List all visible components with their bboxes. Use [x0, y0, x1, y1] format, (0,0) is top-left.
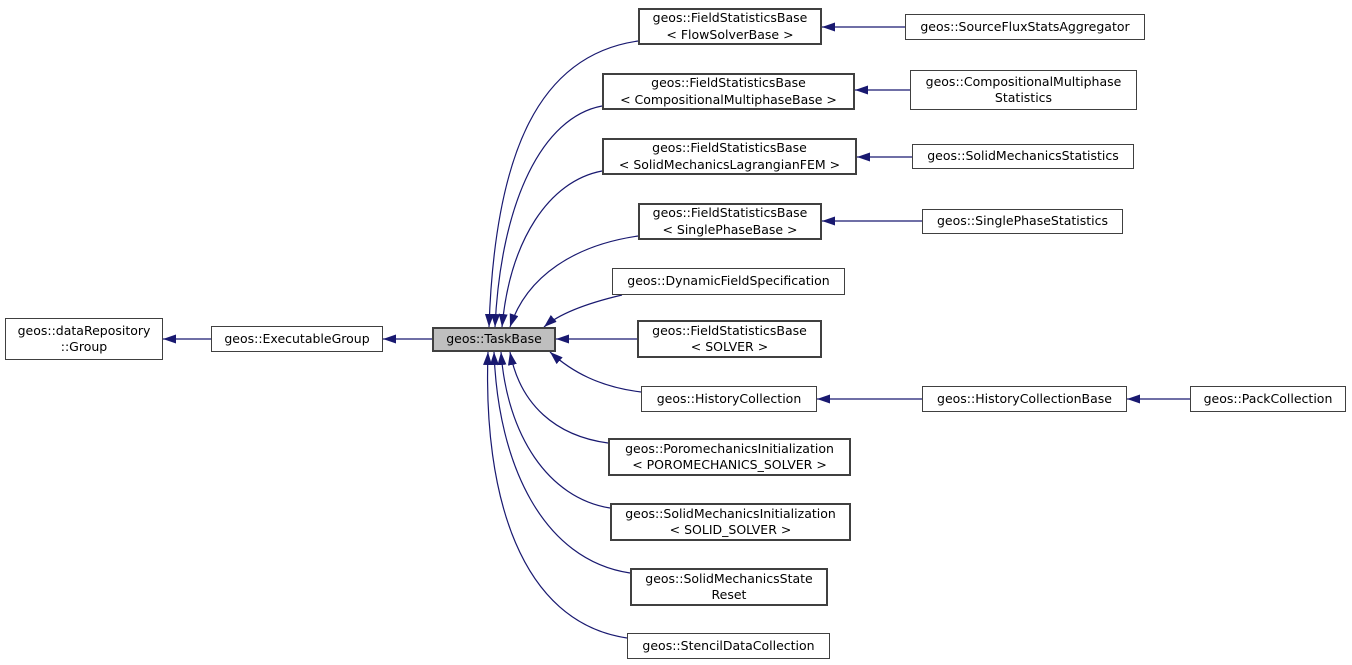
class-node-field-statistics-base-solver[interactable]: geos::FieldStatisticsBase < SOLVER > [637, 320, 822, 358]
inheritance-edge-poromechanics-init-to-task-base [507, 351, 609, 444]
class-node-executable-group[interactable]: geos::ExecutableGroup [211, 326, 383, 352]
class-node-history-collection[interactable]: geos::HistoryCollection [641, 386, 817, 412]
class-node-single-phase-statistics[interactable]: geos::SinglePhaseStatistics [922, 209, 1123, 234]
class-node-compositional-multiphase-statistics[interactable]: geos::CompositionalMultiphase Statistics [910, 70, 1137, 110]
inheritance-edge-state-reset-to-task-base [489, 351, 631, 574]
inheritance-edge-fsb-flow-solver-to-task-base [484, 40, 639, 328]
class-node-solid-mechanics-statistics[interactable]: geos::SolidMechanicsStatistics [912, 144, 1134, 169]
class-node-stencil-data-collection[interactable]: geos::StencilDataCollection [627, 633, 830, 659]
class-node-solid-mechanics-state-reset[interactable]: geos::SolidMechanicsState Reset [630, 568, 828, 606]
inheritance-edge-stencil-data-to-task-base [483, 351, 628, 639]
class-node-solid-mechanics-initialization[interactable]: geos::SolidMechanicsInitialization < SOL… [610, 503, 851, 541]
inheritance-edge-fsb-single-phase-to-task-base [509, 235, 639, 328]
class-node-dynamic-field-specification[interactable]: geos::DynamicFieldSpecification [612, 268, 845, 295]
class-node-task-base[interactable]: geos::TaskBase [432, 327, 556, 352]
class-node-poromechanics-initialization[interactable]: geos::PoromechanicsInitialization < PORO… [608, 438, 851, 476]
inheritance-edge-dynamic-field-spec-to-task-base [543, 294, 623, 328]
class-node-field-statistics-base-compositional-multiphase-base[interactable]: geos::FieldStatisticsBase < Compositiona… [602, 73, 855, 110]
class-node-source-flux-stats-aggregator[interactable]: geos::SourceFluxStatsAggregator [905, 14, 1145, 40]
inheritance-edge-fsb-compositional-to-task-base [491, 105, 603, 328]
class-node-field-statistics-base-single-phase-base[interactable]: geos::FieldStatisticsBase < SinglePhaseB… [638, 203, 822, 240]
class-node-field-statistics-base-flow-solver-base[interactable]: geos::FieldStatisticsBase < FlowSolverBa… [638, 8, 822, 45]
class-node-field-statistics-base-solid-mechanics-lagrangian-fem[interactable]: geos::FieldStatisticsBase < SolidMechani… [602, 138, 857, 175]
inheritance-edge-solid-mechanics-init-to-task-base [497, 351, 611, 509]
class-node-history-collection-base[interactable]: geos::HistoryCollectionBase [922, 386, 1127, 412]
class-node-data-repository-group[interactable]: geos::dataRepository ::Group [5, 318, 163, 360]
class-node-pack-collection[interactable]: geos::PackCollection [1190, 386, 1346, 412]
inheritance-edge-history-collection-to-task-base [549, 351, 642, 393]
inheritance-edge-fsb-solid-mechanics-to-task-base [498, 170, 603, 328]
